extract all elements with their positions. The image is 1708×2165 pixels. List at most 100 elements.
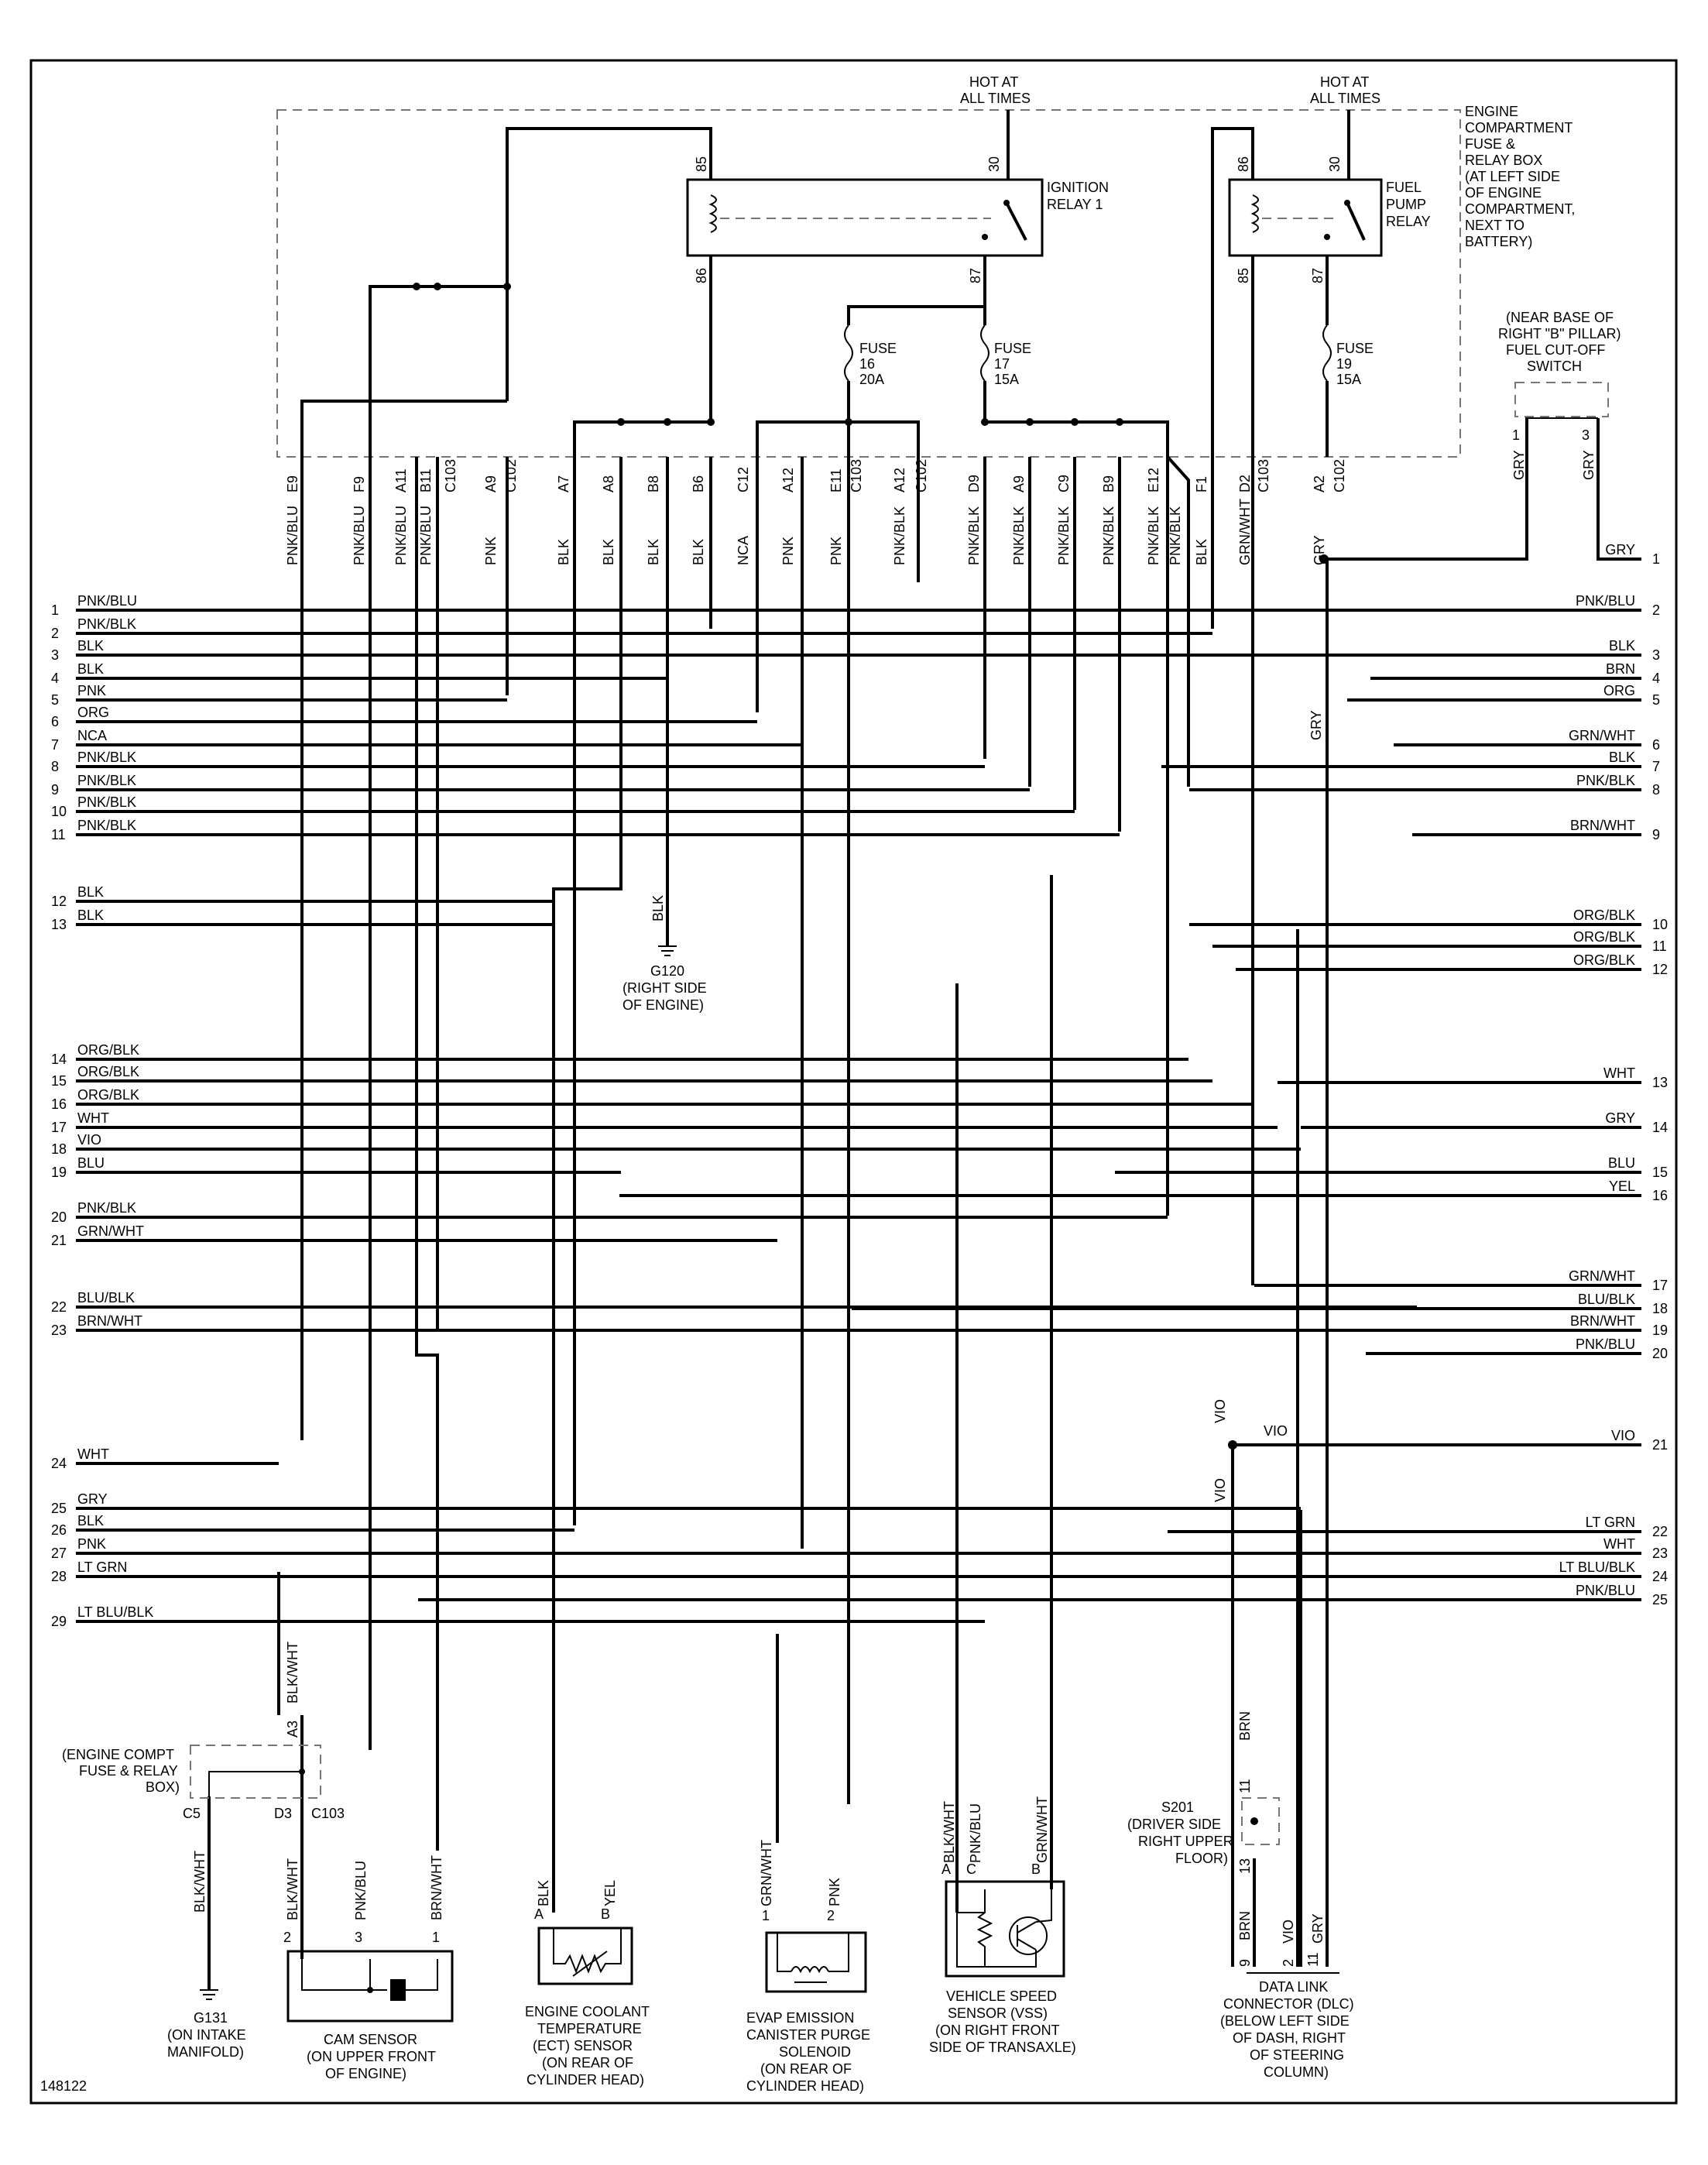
figure-id: 148122	[40, 2078, 87, 2094]
connector-pin-label: A11	[393, 468, 409, 492]
terminal-wire-label: PNK/BLK	[77, 794, 136, 810]
terminal-number: 23	[1652, 1546, 1668, 1561]
svg-text:A: A	[941, 1861, 951, 1877]
svg-text:15A: 15A	[1336, 372, 1361, 387]
terminal-wire-label: LT GRN	[1586, 1515, 1635, 1530]
ignition-relay-label-0: IGNITION	[1047, 180, 1109, 195]
svg-text:BLK: BLK	[536, 1880, 551, 1906]
data-link-connector: 9 2 11 VIO GRY DATA LINK CONNECTOR (DLC)…	[1220, 1913, 1354, 2080]
terminal-wire-label: BLK	[77, 884, 104, 900]
gry-vertical-label: GRY	[1308, 710, 1324, 740]
svg-text:(ON RIGHT FRONT: (ON RIGHT FRONT	[935, 2023, 1060, 2038]
connector-pin-label: D2	[1237, 475, 1253, 492]
terminal-number: 2	[1652, 602, 1660, 618]
terminal-number: 14	[51, 1052, 67, 1067]
terminal-number: 25	[1652, 1592, 1668, 1607]
terminal-wire-label: ORG	[77, 705, 109, 720]
connector-wire-label: BLK	[1194, 539, 1209, 565]
svg-text:(BELOW LEFT SIDE: (BELOW LEFT SIDE	[1220, 2013, 1350, 2029]
connector-pin-label: D9	[966, 475, 982, 492]
terminal-wire-label: YEL	[1609, 1179, 1635, 1194]
terminal-wire-label: BRN/WHT	[1570, 1313, 1635, 1329]
terminal-wire-label: ORG/BLK	[77, 1042, 139, 1058]
ignition-relay: IGNITION RELAY 1 85 30 86 87	[686, 156, 1109, 283]
connector-pin-label: C12	[736, 467, 751, 492]
terminal-wire-label: WHT	[1603, 1065, 1635, 1081]
terminal-number: 7	[1652, 759, 1660, 774]
terminal-wire-label: WHT	[1603, 1536, 1635, 1552]
terminal-wire-label: ORG/BLK	[77, 1064, 139, 1079]
cam-sensor: 2 3 1 BLK/WHT PNK/BLU BRN/WHT CAM SENSOR…	[283, 1855, 454, 2081]
terminal-number: 17	[51, 1120, 67, 1135]
connector-pin-label: E9	[285, 475, 300, 492]
svg-text:YEL: YEL	[602, 1880, 618, 1906]
terminal-number: 2	[51, 626, 59, 641]
svg-text:OF ENGINE): OF ENGINE)	[622, 997, 704, 1013]
connector-wire-label: BLK	[601, 539, 616, 565]
terminal-number: 17	[1652, 1278, 1668, 1293]
terminal-wire-label: BRN/WHT	[1570, 818, 1635, 833]
terminal-wire-label: ORG/BLK	[1573, 908, 1635, 923]
connector-wire-label: PNK/BLU	[418, 506, 434, 565]
svg-text:BLK/WHT: BLK/WHT	[285, 1858, 300, 1920]
terminal-wire-label: ORG/BLK	[1573, 929, 1635, 945]
terminal-number: 15	[1652, 1165, 1668, 1180]
terminal-number: 11	[51, 827, 66, 842]
svg-text:PNK: PNK	[827, 1878, 842, 1906]
terminal-wire-label: PNK/BLK	[77, 616, 136, 632]
engine-compartment-box: ENGINE COMPARTMENT FUSE & RELAY BOX (AT …	[276, 74, 1575, 458]
pin-86-ign: 86	[694, 268, 709, 283]
terminal-number: 24	[1652, 1569, 1668, 1584]
terminal-wire-label: PNK/BLK	[77, 773, 136, 788]
hot-at-1-line1: HOT AT	[969, 74, 1018, 90]
connector-wire-label: PNK	[483, 537, 499, 565]
fuse-19: FUSE 19 15A	[1322, 324, 1374, 387]
svg-text:BLK/WHT: BLK/WHT	[941, 1801, 957, 1863]
svg-text:3: 3	[1582, 427, 1590, 443]
connector-wire-label: PNK/BLK	[966, 506, 982, 565]
terminal-wire-label: GRN/WHT	[1569, 728, 1635, 743]
terminal-number: 3	[1652, 647, 1660, 663]
terminal-wire-label: PNK/BLU	[1576, 1336, 1635, 1352]
svg-text:CYLINDER HEAD): CYLINDER HEAD)	[526, 2072, 644, 2088]
svg-text:GRN/WHT: GRN/WHT	[1034, 1796, 1050, 1863]
connector-wire-label: PNK/BLK	[892, 506, 907, 565]
engine-box-title-1: COMPARTMENT	[1465, 120, 1573, 136]
connector-pin-label: B8	[646, 475, 661, 492]
terminal-wire-label: BLU/BLK	[1578, 1292, 1635, 1307]
svg-text:SENSOR (VSS): SENSOR (VSS)	[948, 2005, 1048, 2021]
ignition-relay-label-1: RELAY 1	[1047, 197, 1103, 212]
ect-sensor: A B BLK YEL ENGINE COOLANT TEMPERATURE (…	[525, 1880, 650, 2088]
terminal-wire-label: GRN/WHT	[1569, 1268, 1635, 1284]
svg-text:2: 2	[283, 1930, 291, 1945]
svg-text:(ON INTAKE: (ON INTAKE	[167, 2027, 246, 2043]
connector-wire-label: PNK/BLU	[393, 506, 409, 565]
hot-at-2-line1: HOT AT	[1320, 74, 1369, 90]
connector-wire-label: PNK/BLK	[1056, 506, 1072, 565]
svg-text:BLK/WHT: BLK/WHT	[285, 1642, 300, 1704]
svg-text:BRN: BRN	[1237, 1911, 1253, 1940]
fuse-17: FUSE 17 15A	[980, 324, 1031, 387]
connector-pin-label: A8	[601, 475, 616, 492]
connector-pin-label: E12	[1146, 468, 1161, 492]
svg-text:B: B	[601, 1906, 610, 1922]
svg-text:B: B	[1031, 1861, 1041, 1877]
connector-wire-label: PNK	[828, 537, 844, 565]
terminal-wire-label: WHT	[77, 1446, 109, 1462]
svg-text:TEMPERATURE: TEMPERATURE	[537, 2021, 642, 2036]
svg-text:VEHICLE SPEED: VEHICLE SPEED	[946, 1988, 1057, 2004]
terminal-number: 7	[51, 737, 59, 753]
svg-text:D3: D3	[274, 1806, 292, 1821]
